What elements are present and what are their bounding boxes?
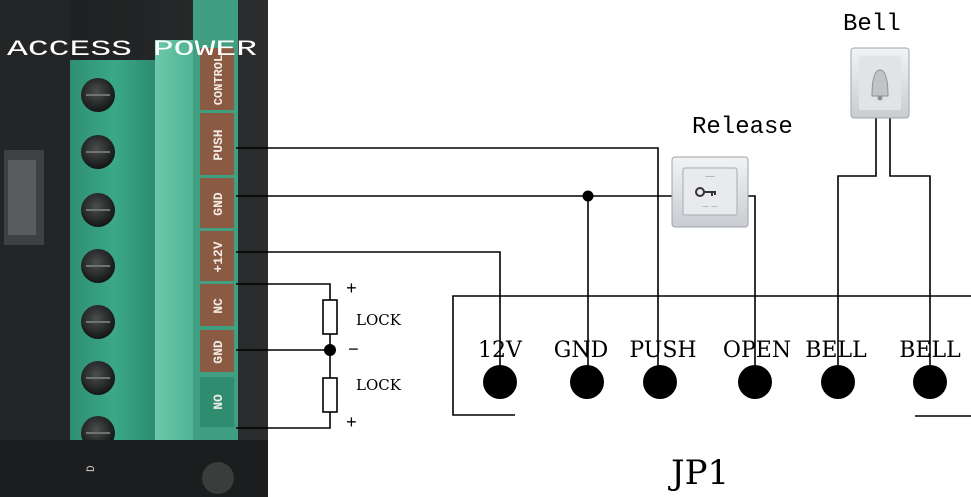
jp1-pin-terminal-4 [821,365,855,399]
terminal-label-no: NO [211,394,226,410]
jp1-pin-label-bell-4: BELL [805,338,867,363]
board-screw [202,462,234,494]
green-plug-strip [155,40,193,470]
terminal-label-gnd-bottom: GND [211,340,226,364]
jp1-pin-terminal-0 [483,365,517,399]
svg-text:—— ——: —— —— [701,204,718,210]
release-button-device: ——— —— —— [671,156,749,228]
lock-minus: − [348,341,359,361]
wire-push [236,147,659,376]
jp1-pins: 12V GND PUSH OPEN BELL BELL [478,338,961,399]
bell-label: Bell [843,11,901,38]
junction-gnd [582,190,594,202]
jp1-pin-terminal-5 [913,365,947,399]
jp1-title: JP1 [668,453,729,493]
lock-coil-lower [322,377,338,413]
jp1-pin-terminal-2 [643,365,677,399]
lock-plus-top: + [346,280,357,300]
terminal-label-nc: NC [211,298,226,314]
release-label: Release [692,114,793,141]
wire-lock-no [236,412,331,429]
lock-coils [322,299,338,413]
wire-bell-2 [889,118,931,377]
terminal-label-push: PUSH [211,129,226,160]
key-icon [695,187,716,197]
board-component [4,150,44,245]
wire-12v [236,251,501,377]
terminal-label-12v: +12V [211,241,226,272]
wires [236,118,971,429]
lock-coil-upper [322,299,338,335]
jp1-pin-label-gnd-1: GND [554,338,608,363]
jp1-pin-label-bell-5: BELL [899,338,961,363]
terminal-label-control: CONTROL [212,55,226,105]
terminal-label-cells [200,48,234,427]
wire-bell-1 [837,118,877,377]
jp1-pin-terminal-1 [570,365,604,399]
lock-label-upper: LOCK [356,311,402,329]
jp1-pin-label-12v-0: 12V [478,338,523,363]
jp1-pin-label-push-2: PUSH [629,338,696,363]
jp1-outline [452,295,971,416]
terminal-label-gnd-top: GND [211,192,226,216]
lock-label-lower: LOCK [356,376,402,394]
bell-icon [871,69,889,101]
bell-device [850,47,910,119]
svg-text:———: ——— [704,174,715,180]
jp1-pin-terminal-3 [738,365,772,399]
wire-lock-nc [236,283,331,300]
junction-lock [324,344,336,356]
board-mark-d: D [86,465,98,472]
jp1-pin-label-open-3: OPEN [723,338,791,363]
terminal-block-photo: CONTROL PUSH GND +12V NC GND NO D [0,0,268,497]
lock-plus-bottom: + [346,414,357,434]
photo-title: ACCESS POWER [7,37,257,62]
